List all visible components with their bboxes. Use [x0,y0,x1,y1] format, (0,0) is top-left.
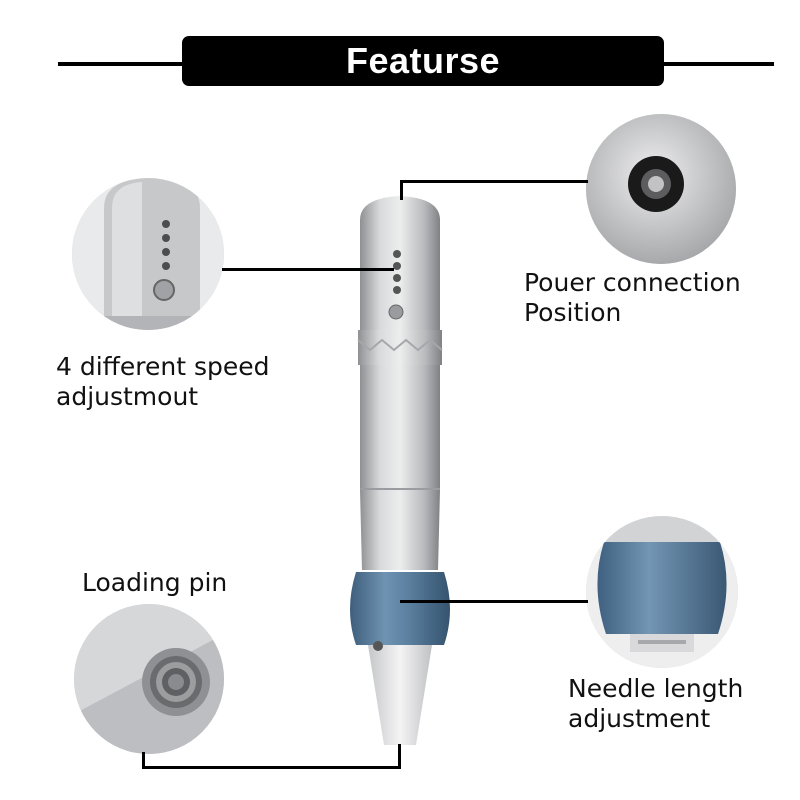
loading-connector-horizontal [142,766,400,769]
loading-connector-vertical-right [398,744,401,769]
loading-label: Loading pin [82,568,228,597]
speed-connector-line [222,268,394,271]
loading-pin-circle [74,604,224,754]
header-banner: Featurse [182,36,664,86]
page-title: Featurse [345,40,501,81]
header-line-right [660,62,774,66]
header-line-left [58,62,186,66]
speed-label: 4 different speed adjustmout [56,352,270,411]
pen-product-image [340,190,460,760]
speed-detail-circle [72,178,224,330]
power-connector-vertical [400,180,403,200]
power-connector-horizontal [400,180,588,183]
power-label: Pouer connection Position [524,268,741,327]
needle-detail-circle [586,516,738,668]
needle-label: Needle length adjustment [568,674,744,733]
power-detail-circle [586,114,736,264]
needle-connector-line [400,600,588,603]
loading-connector-vertical-left [142,752,145,768]
